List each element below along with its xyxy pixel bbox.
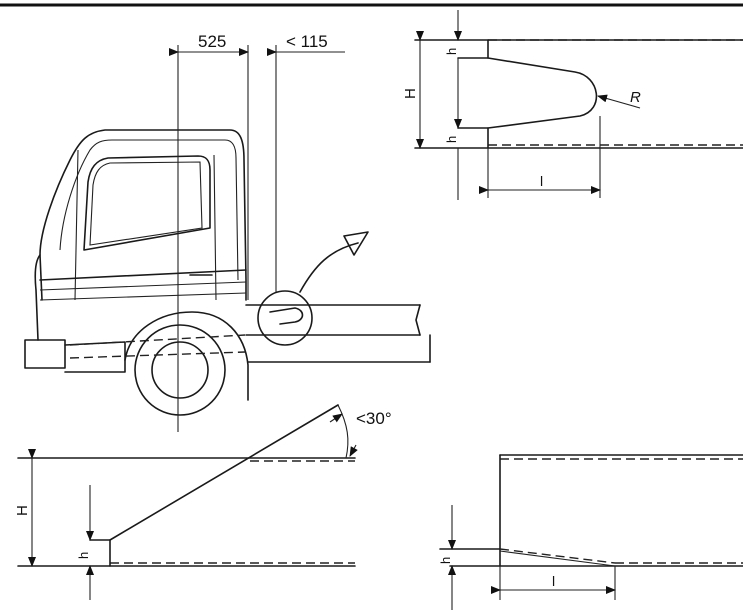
notch-h-lower-label: h	[444, 136, 459, 143]
taper-slope-solid	[499, 550, 616, 567]
callout-arrowhead	[343, 231, 369, 256]
notch-left-top	[414, 39, 489, 59]
cab-window	[83, 155, 211, 251]
ramp-step	[89, 539, 111, 567]
cab-door	[74, 149, 217, 301]
wheel-arch	[124, 311, 249, 401]
dim-115-label: < 115	[286, 32, 328, 51]
notch-profile	[487, 57, 598, 129]
detail-notch	[269, 307, 304, 325]
front-wheel-inner	[151, 341, 209, 399]
detail-callout-circle	[257, 290, 313, 346]
cab-front	[34, 254, 41, 341]
front-wheel-outer	[134, 324, 226, 416]
front-bumper	[24, 339, 66, 369]
cab-belt-line-3	[39, 292, 247, 301]
cab-window-inner	[89, 161, 203, 246]
cab-belt-line-2	[39, 281, 247, 291]
notch-l-label: l	[540, 173, 543, 189]
ramp-angle-pointer-2	[349, 444, 358, 457]
radius-label: R	[630, 89, 641, 106]
cab-roof-inner	[59, 139, 239, 281]
taper-h-label: h	[438, 557, 453, 564]
ramp-H-label: H	[14, 505, 31, 516]
taper-l-label: l	[552, 573, 555, 589]
ramp-angle-arc	[337, 404, 349, 459]
frame-dashed-2	[69, 351, 246, 359]
notch-h-upper-label: h	[444, 48, 459, 55]
truck-side-view: 525 < 115	[24, 32, 431, 432]
chassis-end	[415, 304, 421, 336]
notch-left-bottom	[414, 127, 489, 149]
radius-pointer	[597, 94, 641, 109]
dim-525-label: 525	[198, 32, 226, 51]
frame-dashed-1	[69, 334, 246, 346]
ramp-h-label: h	[76, 552, 91, 559]
cab-outline	[39, 129, 247, 301]
ramp-slope	[109, 404, 339, 541]
angle-30-label: <30°	[356, 409, 392, 428]
ramp-detail: <30° H h	[14, 404, 392, 600]
taper-slope	[499, 548, 616, 564]
callout-arrow	[299, 242, 359, 293]
notch-detail: H h h R l	[402, 10, 743, 200]
taper-detail: h l	[438, 454, 743, 610]
notch-H-label: H	[402, 88, 419, 99]
ramp-angle-pointer-1	[329, 413, 343, 423]
cab-belt-line-1	[39, 269, 247, 281]
